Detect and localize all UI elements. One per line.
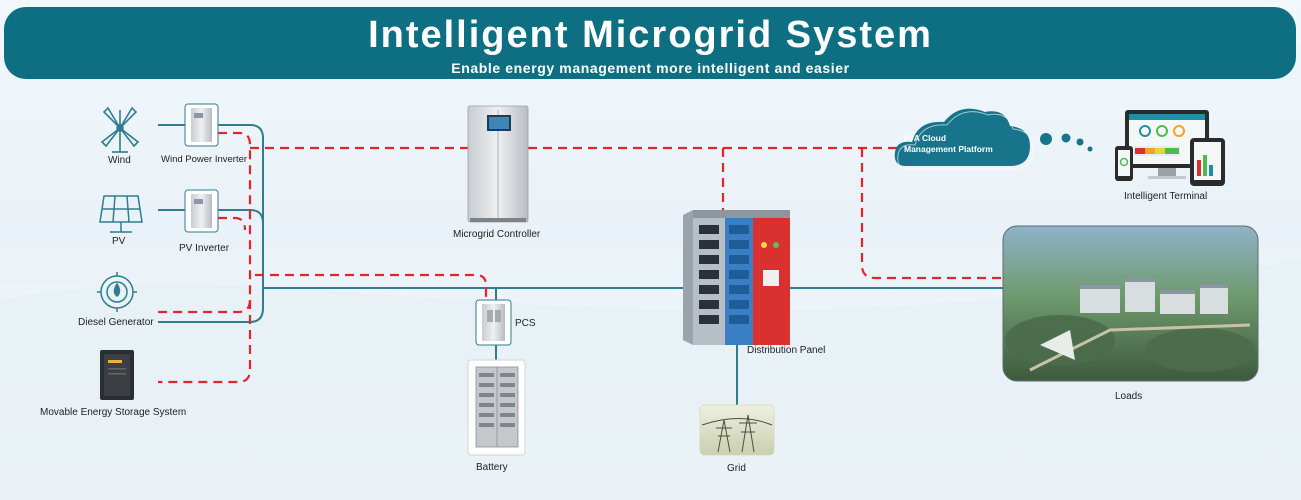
- cloud-line1: eVA Cloud: [904, 133, 947, 143]
- header-banner: [4, 7, 1296, 79]
- pv-inverter-label: PV Inverter: [179, 243, 230, 254]
- cloud-line2: Management Platform: [904, 144, 993, 154]
- pv-label: PV: [112, 236, 126, 247]
- battery-cabinet: [467, 359, 526, 456]
- background-swoosh: [0, 260, 1301, 500]
- diesel-generator-icon: [97, 272, 137, 312]
- cloud-platform-label: eVA Cloud Management Platform: [904, 133, 993, 155]
- pv-inverter-device: [184, 189, 219, 233]
- distribution-panel-label: Distribution Panel: [747, 345, 826, 356]
- energy-storage-cabinet: [100, 350, 134, 400]
- connection-dots-icon: [1040, 133, 1093, 152]
- power-lines: [158, 124, 1003, 405]
- distribution-panel-cabinet: [683, 210, 790, 345]
- battery-label: Battery: [476, 462, 508, 473]
- storage-label: Movable Energy Storage System: [40, 407, 187, 418]
- wind-turbine-icon: [100, 106, 140, 153]
- wind-label: Wind: [108, 155, 131, 166]
- loads-image: [1002, 225, 1259, 382]
- wind-inverter-label: Wind Power Inverter: [161, 154, 248, 165]
- intelligent-terminal-devices: [1115, 110, 1225, 186]
- grid-label: Grid: [727, 463, 746, 474]
- terminal-label: Intelligent Terminal: [1124, 191, 1208, 202]
- page-title: Intelligent Microgrid System: [368, 14, 933, 56]
- controller-label: Microgrid Controller: [453, 229, 541, 240]
- diesel-generator-label: Diesel Generator: [78, 317, 154, 328]
- cloud-icon: [894, 108, 1034, 170]
- microgrid-controller-cabinet: [467, 105, 529, 223]
- communication-lines: [158, 131, 1003, 384]
- solar-panel-icon: [99, 195, 143, 233]
- pcs-label: PCS: [515, 318, 536, 329]
- loads-label: Loads: [1115, 391, 1143, 402]
- pcs-device: [475, 299, 512, 346]
- grid-image: [699, 404, 775, 456]
- page-subtitle: Enable energy management more intelligen…: [451, 60, 850, 76]
- wind-power-inverter-device: [184, 103, 219, 147]
